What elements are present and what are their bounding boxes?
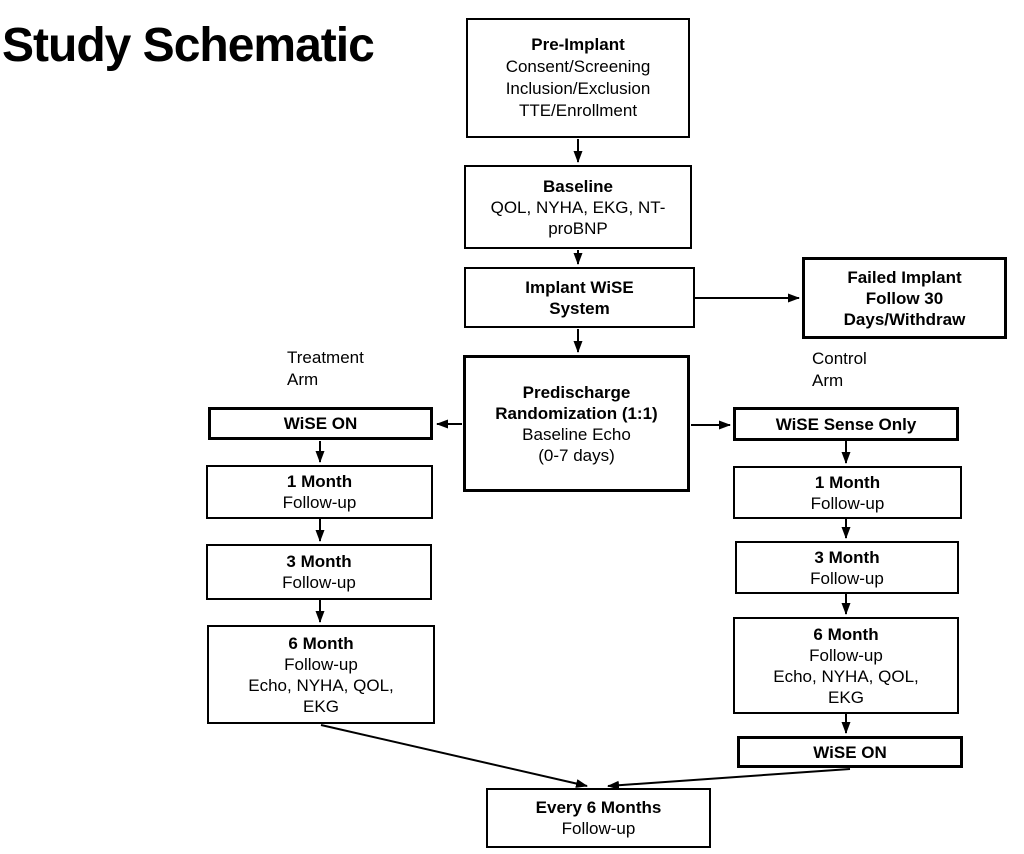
baseline-heading: Baseline [543, 176, 613, 196]
three-month-right-heading: 3 Month [814, 547, 880, 567]
wise-sense-only-box: WiSE Sense Only [733, 407, 959, 441]
predischarge-body: Baseline Echo (0-7 days) [522, 424, 631, 465]
six-month-left-body: Follow-up Echo, NYHA, QOL, EKG [248, 654, 394, 716]
one-month-right-body: Follow-up [810, 493, 885, 513]
six-month-right-heading: 6 Month [813, 624, 879, 644]
arrow-6-month-left-to-every-6-months [320, 724, 588, 788]
arrow-wise-on-right-to-every-6-months [607, 768, 851, 790]
three-month-right-box: 3 Month Follow-up [735, 541, 959, 594]
every-6-months-heading: Every 6 Months [535, 798, 662, 817]
one-month-left-body: Follow-up [282, 493, 357, 512]
every-6-months-box: Every 6 Months Follow-up [486, 788, 711, 848]
wise-on-left-box: WiSE ON [208, 407, 433, 440]
pre-implant-heading: Pre-Implant [531, 35, 625, 54]
control-arm-label: Control Arm [812, 349, 867, 390]
predischarge-heading: Predischarge Randomization (1:1) [495, 382, 658, 423]
implant-wise-system-heading: Implant WiSE System [525, 277, 634, 318]
wise-on-right-heading: WiSE ON [813, 742, 887, 762]
wise-sense-only-heading: WiSE Sense Only [775, 414, 917, 434]
one-month-left-heading: 1 Month [286, 472, 353, 491]
three-month-right-body: Follow-up [810, 568, 884, 588]
pre-implant-body: Consent/Screening Inclusion/Exclusion TT… [505, 57, 651, 120]
implant-wise-system-box: Implant WiSE System [464, 267, 695, 328]
wise-on-left-heading: WiSE ON [283, 414, 358, 433]
page-title: Study Schematic [2, 19, 375, 72]
pre-implant-box: Pre-Implant Consent/Screening Inclusion/… [466, 18, 690, 138]
three-month-left-body: Follow-up [282, 573, 356, 592]
three-month-left-heading: 3 Month [286, 552, 352, 571]
treatment-arm-label: Treatment Arm [287, 348, 364, 389]
baseline-box: Baseline QOL, NYHA, EKG, NT- proBNP [464, 165, 692, 249]
every-6-months-body: Follow-up [561, 819, 636, 838]
three-month-left-box: 3 Month Follow-up [206, 544, 432, 600]
failed-implant-box: Failed Implant Follow 30 Days/Withdraw [802, 257, 1007, 339]
predischarge-randomization-box: Predischarge Randomization (1:1) Baselin… [463, 355, 690, 492]
one-month-right-heading: 1 Month [814, 472, 881, 492]
one-month-right-box: 1 Month Follow-up [733, 466, 962, 519]
one-month-left-box: 1 Month Follow-up [206, 465, 433, 519]
six-month-left-heading: 6 Month [288, 633, 354, 653]
six-month-right-box: 6 Month Follow-up Echo, NYHA, QOL, EKG [733, 617, 959, 714]
baseline-body: QOL, NYHA, EKG, NT- proBNP [490, 197, 666, 238]
wise-on-right-box: WiSE ON [737, 736, 963, 768]
six-month-right-body: Follow-up Echo, NYHA, QOL, EKG [773, 645, 919, 707]
failed-implant-heading: Failed Implant Follow 30 Days/Withdraw [843, 267, 966, 329]
six-month-left-box: 6 Month Follow-up Echo, NYHA, QOL, EKG [207, 625, 435, 724]
